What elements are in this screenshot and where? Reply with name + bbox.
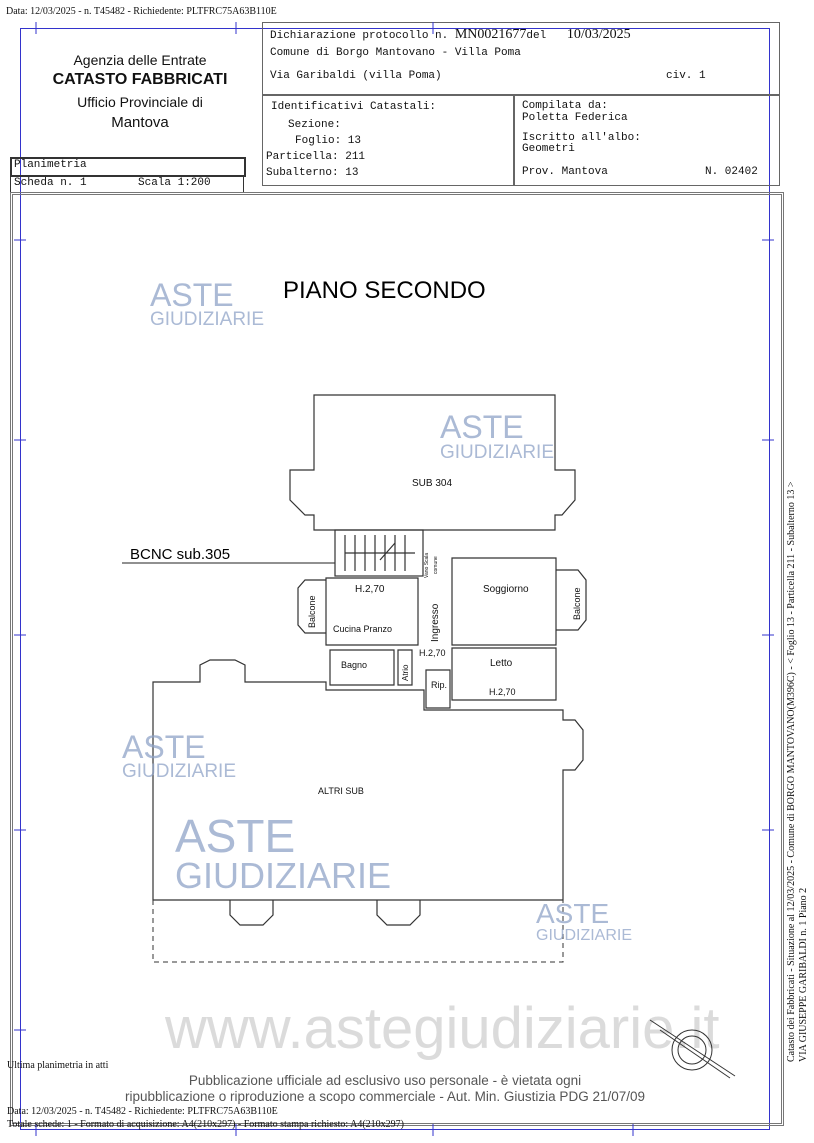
watermark-aste-4: ASTE (122, 729, 206, 765)
room-vano-scala-comune: comune (433, 556, 439, 574)
watermark-giudiziarie-3: GIUDIZIARIE (175, 855, 391, 896)
top-stamp: Data: 12/03/2025 - n. T45482 - Richieden… (6, 6, 277, 17)
room-sub304: SUB 304 (412, 478, 452, 489)
room-letto: Letto (490, 658, 513, 669)
watermark-giudiziarie-1: GIUDIZIARIE (150, 309, 264, 330)
albo: Geometri (522, 143, 575, 155)
notice-line2: ripubblicazione o riproduzione a scopo c… (124, 1089, 645, 1104)
watermark-aste-5: ASTE (536, 898, 609, 929)
identificativi-label: Identificativi Catastali: (271, 101, 437, 113)
north-arrow-icon (649, 1019, 736, 1079)
watermark-aste-3: ASTE (175, 810, 295, 862)
compilatore: Poletta Federica (522, 112, 628, 124)
watermark-giudiziarie-5: GIUDIZIARIE (536, 927, 632, 944)
side-text-line2: VIA GIUSEPPE GARIBALDI n. 1 Piano 2 (798, 887, 809, 1062)
provincia: Mantova (111, 114, 169, 131)
particella: Particella: 211 (266, 151, 366, 163)
height-cucina: H.2,70 (355, 584, 385, 595)
ufficio: Ufficio Provinciale di (77, 94, 203, 110)
room-cucina: Cucina Pranzo (333, 624, 392, 634)
watermark-site: www.astegiudiziarie.it (164, 996, 719, 1061)
watermark-aste-1: ASTE (150, 277, 234, 313)
agency-name: Agenzia delle Entrate (73, 52, 207, 68)
catasto-title: CATASTO FABBRICATI (52, 71, 228, 88)
ultima-planimetria: Ultima planimetria in atti (7, 1060, 109, 1071)
height-letto: H.2,70 (489, 687, 516, 697)
scala: Scala 1:200 (138, 177, 211, 189)
side-text-line1: Catasto dei Fabbricati - Situazione al 1… (786, 481, 797, 1062)
iscritto-label: Iscritto all'albo: (522, 132, 641, 144)
watermark-aste-2: ASTE (440, 409, 524, 445)
room-balcone-right: Balcone (572, 587, 582, 620)
watermark-giudiziarie-2: GIUDIZIARIE (440, 442, 554, 463)
blue-frame (20, 28, 770, 1130)
room-soggiorno: Soggiorno (483, 584, 529, 595)
planimetria-label: Planimetria (14, 159, 87, 171)
room-vano-scala: Vano Scala (424, 553, 430, 578)
drawing-frame (10, 192, 784, 1126)
room-bagno: Bagno (341, 660, 367, 670)
scheda: Scheda n. 1 (14, 177, 87, 189)
room-atrio: Atrio (401, 664, 410, 681)
walls (152, 394, 587, 926)
compilata-label: Compilata da: (522, 100, 608, 112)
frame-ticks (14, 22, 774, 1136)
watermark-giudiziarie-4: GIUDIZIARIE (122, 761, 236, 782)
numero-albo: N. 02402 (705, 166, 758, 178)
sezione: Sezione: (288, 119, 341, 131)
dashed-outline (152, 900, 564, 963)
room-balcone-left: Balcone (307, 595, 317, 628)
via: Via Garibaldi (villa Poma) (270, 70, 442, 82)
identificativi-box (262, 94, 515, 186)
plan-title: PIANO SECONDO (283, 277, 486, 304)
dichiarazione-label: Dichiarazione protocollo n. MN0021677del… (270, 27, 631, 42)
subalterno: Subalterno: 13 (266, 167, 359, 179)
comune: Comune di Borgo Mantovano - Villa Poma (270, 47, 521, 59)
footer-data: Data: 12/03/2025 - n. T45482 - Richieden… (7, 1106, 278, 1117)
room-ripostiglio: Rip. (431, 680, 447, 690)
header-top-box (262, 22, 780, 96)
area-altri-sub: ALTRI SUB (318, 786, 364, 796)
planimetria-box (10, 157, 246, 177)
compilata-box (513, 94, 780, 186)
provincia-albo: Prov. Mantova (522, 166, 608, 178)
civico: civ. 1 (666, 70, 706, 82)
footer-totale: Totale schede: 1 - Formato di acquisizio… (7, 1119, 404, 1130)
foglio: Foglio: 13 (295, 135, 362, 147)
bcnc-label: BCNC sub.305 (130, 546, 230, 563)
room-ingresso: Ingresso (430, 603, 441, 642)
notice-line1: Pubblicazione ufficiale ad esclusivo uso… (188, 1073, 582, 1088)
height-ingresso: H.2,70 (419, 648, 446, 658)
